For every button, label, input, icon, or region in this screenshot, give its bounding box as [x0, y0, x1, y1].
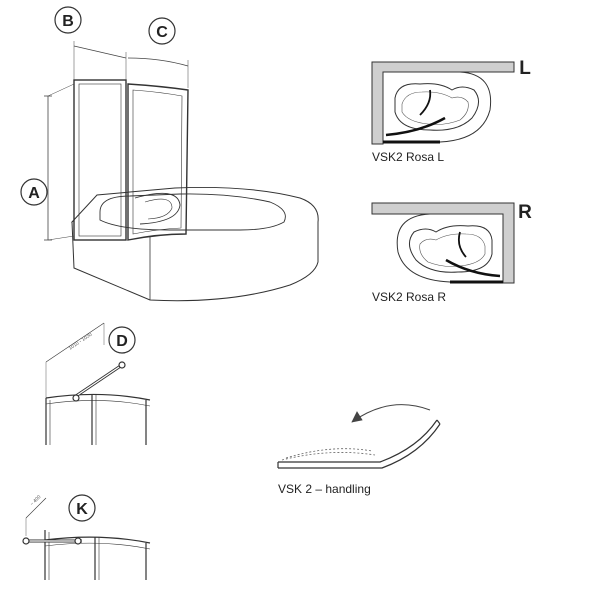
dimension-c: [127, 57, 189, 88]
dimension-k-text: ~ 400: [29, 494, 42, 507]
caption-rosa-r: VSK2 Rosa R: [372, 290, 446, 304]
label-d: D: [116, 333, 128, 350]
side-letter-r: R: [518, 202, 532, 223]
arrow-head: [351, 411, 363, 423]
handling-illustration: VSK 2 – handling: [277, 404, 441, 496]
label-a: A: [28, 185, 40, 202]
folded-panel-edge: [278, 423, 441, 469]
label-b-circle: [54, 6, 82, 34]
plan-view-right: R VSK2 Rosa R: [371, 202, 532, 304]
label-c: C: [156, 24, 168, 41]
folded-panel: [278, 419, 438, 463]
label-k-circle: [68, 494, 96, 522]
caption-rosa-l: VSK2 Rosa L: [372, 150, 444, 164]
plan-view-left: L VSK2 Rosa L: [371, 58, 531, 164]
rotate-arrow: [351, 404, 431, 423]
label-b: B: [62, 13, 74, 30]
label-c-circle: [148, 17, 176, 45]
dimension-a: [44, 83, 75, 241]
bathtub: [71, 186, 319, 302]
detail-k: ~ 400 K: [22, 494, 151, 580]
dimension-b: [73, 41, 127, 82]
detail-d: 1010 - 1030 D: [45, 322, 151, 445]
main-view: A B C: [20, 6, 319, 302]
label-a-circle: [20, 178, 48, 206]
label-d-circle: [108, 326, 136, 354]
caption-handling: VSK 2 – handling: [278, 482, 371, 496]
side-letter-l: L: [519, 58, 531, 79]
shower-screen: [73, 79, 189, 241]
panel-dotted-outline: [281, 452, 376, 461]
dimension-d-text: 1010 - 1030: [68, 332, 94, 352]
label-k: K: [76, 501, 88, 518]
